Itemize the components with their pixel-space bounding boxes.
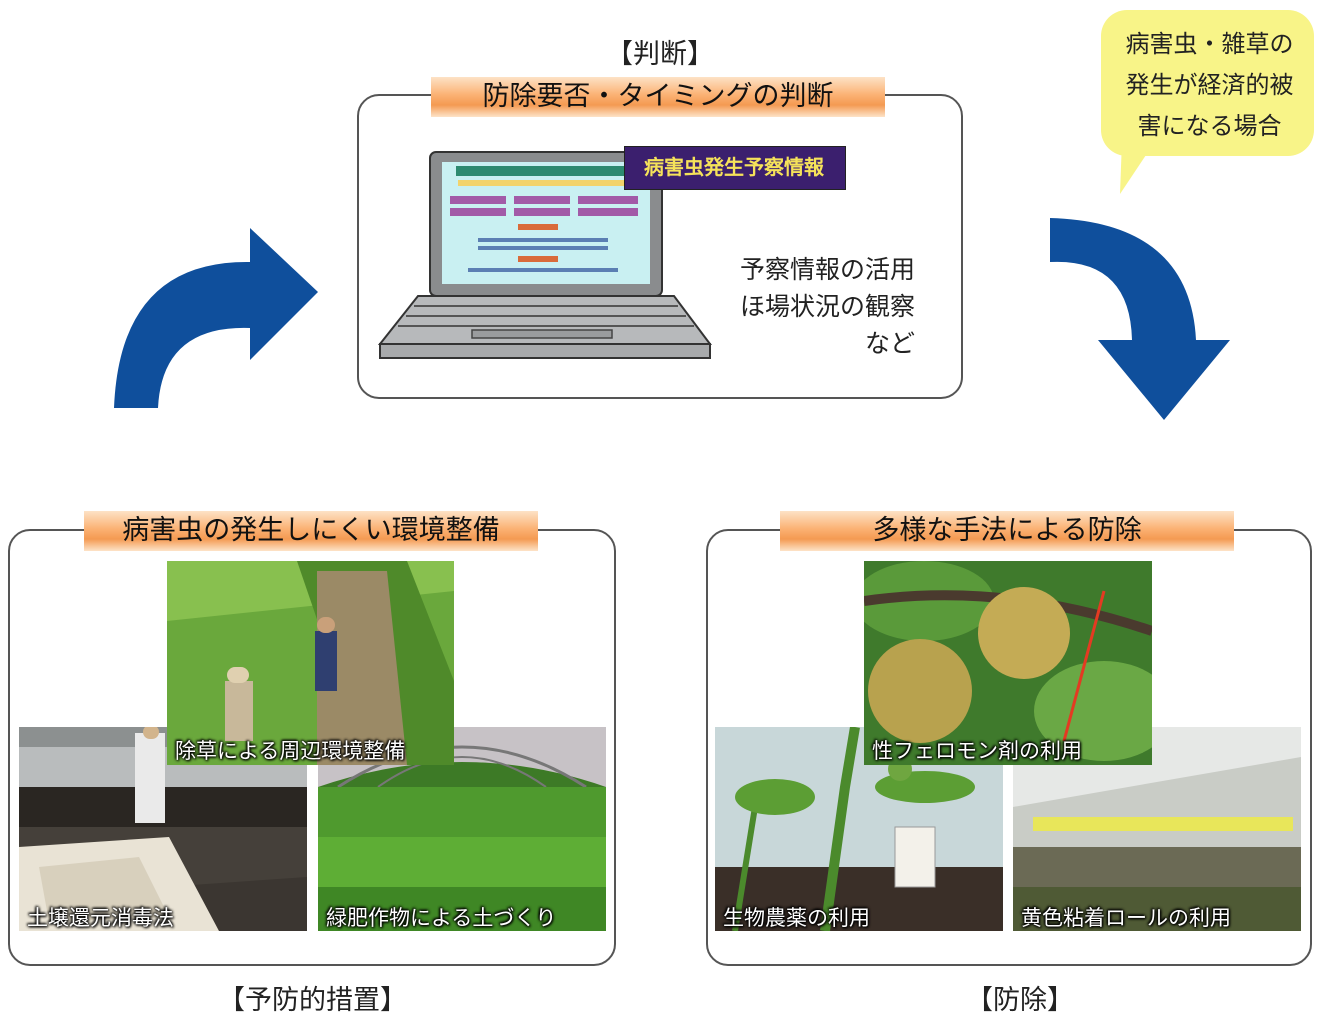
- prevention-heading: 【予防的措置】: [218, 985, 407, 1016]
- bubble-line: 害になる場合: [1137, 112, 1282, 140]
- judgment-heading: 【判断】: [606, 39, 714, 70]
- forecast-badge-label: 病害虫発生予察情報: [644, 155, 824, 179]
- bubble-line: 病害虫・雑草の: [1125, 30, 1294, 58]
- info-line-etc: など: [864, 329, 915, 358]
- green-manure-photo: [318, 727, 606, 931]
- control-heading: 【防除】: [966, 985, 1074, 1016]
- sticky-roll-photo: [1013, 727, 1301, 931]
- sticky-roll-caption: 黄色粘着ロールの利用: [1021, 906, 1231, 930]
- forecast-badge: [624, 146, 846, 190]
- weeding-photo: [167, 561, 454, 765]
- prevention-banner: 病害虫の発生しにくい環境整備: [84, 511, 538, 551]
- bubble-line: 発生が経済的被: [1125, 71, 1294, 99]
- speech-bubble-text: 病害虫・雑草の 発生が経済的被 害になる場合: [1112, 24, 1307, 147]
- pheromone-caption: 性フェロモン剤の利用: [872, 739, 1082, 763]
- control-banner: 多様な手法による防除: [780, 511, 1234, 551]
- soil-disinfection-caption: 土壌還元消毒法: [27, 906, 174, 930]
- pheromone-photo: [864, 561, 1152, 765]
- green-manure-caption: 緑肥作物による土づくり: [326, 906, 557, 930]
- speech-bubble: [1101, 10, 1314, 156]
- left-up-arrow: [114, 228, 318, 408]
- weeding-caption: 除草による周辺環境整備: [175, 739, 406, 763]
- laptop-illustration: [378, 151, 712, 359]
- right-down-arrow: [1050, 218, 1230, 420]
- bio-pesticide-caption: 生物農薬の利用: [723, 906, 870, 930]
- judgment-banner: 防除要否・タイミングの判断: [431, 77, 885, 117]
- info-line-field: ほ場状況の観察: [739, 292, 915, 321]
- info-line-forecast: 予察情報の活用: [739, 255, 915, 284]
